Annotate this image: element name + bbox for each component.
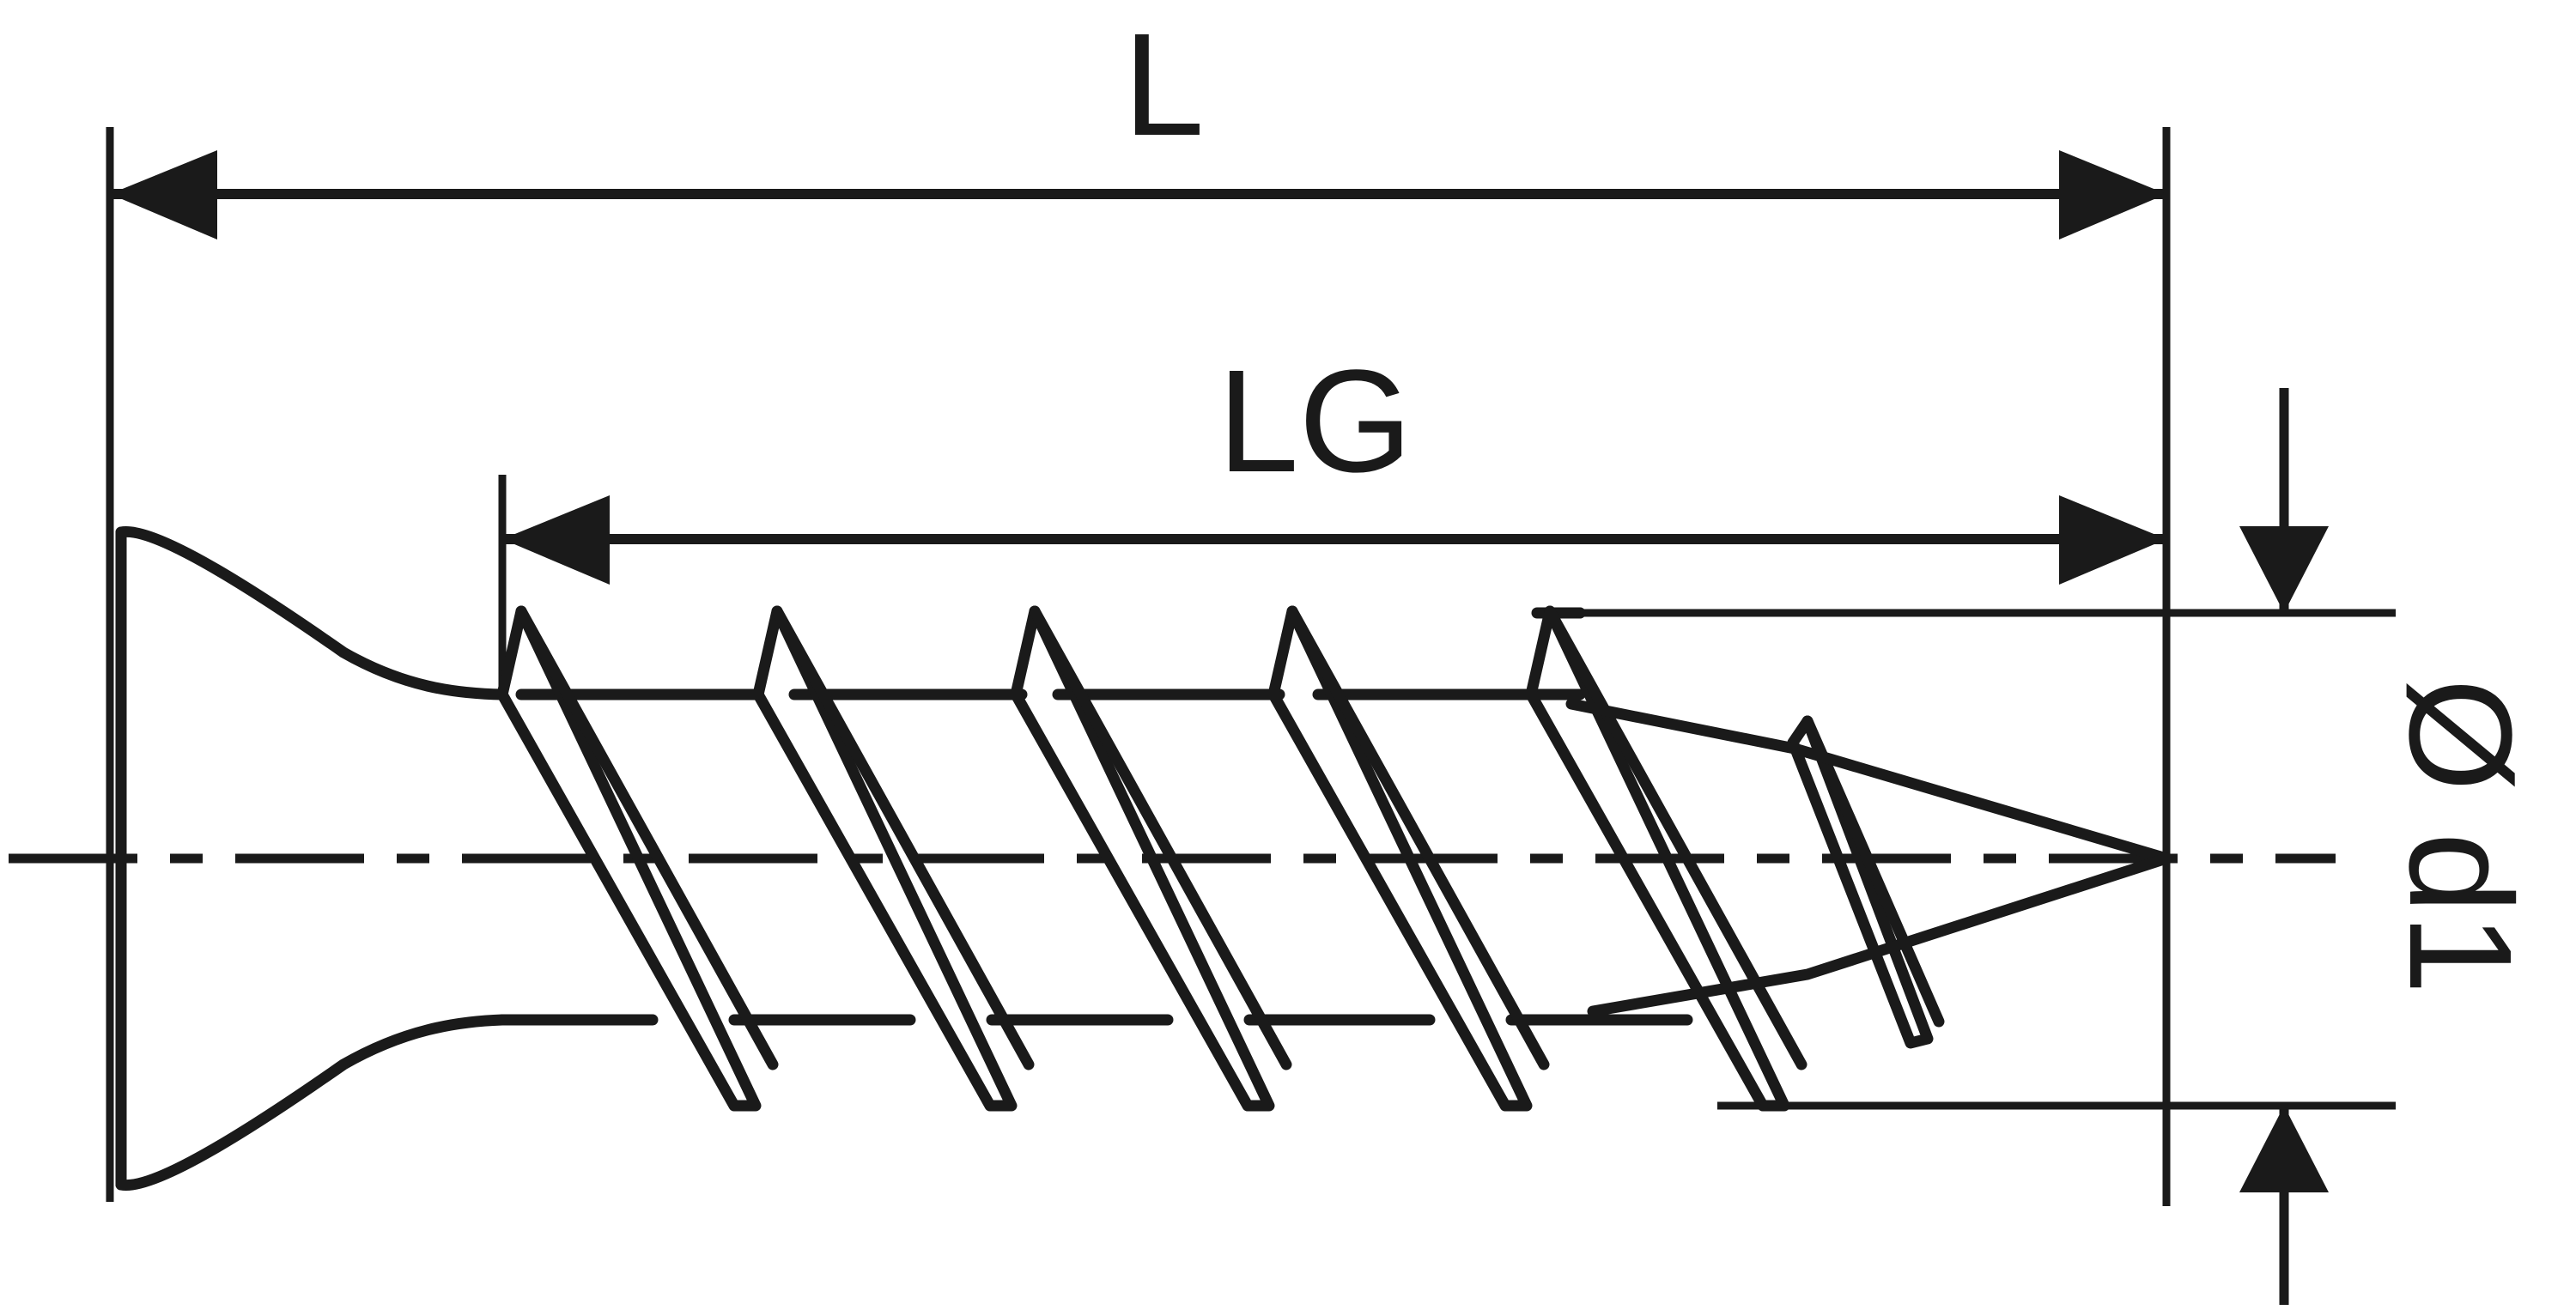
screw-head-upper-curve xyxy=(115,525,508,700)
arrowhead-top-d1 xyxy=(2239,526,2329,613)
thread-flight-5 xyxy=(1525,605,1790,1112)
thread-flight-3-inner xyxy=(1029,605,1292,1070)
arrowhead-left-LG xyxy=(502,495,610,585)
thread-flight-4-inner xyxy=(1286,605,1550,1070)
thread-flight-2-inner xyxy=(771,605,1035,1070)
thread-flight-6-inner xyxy=(1801,715,1945,1028)
arrowhead-left-L xyxy=(110,150,217,240)
screw-point-upper-edge xyxy=(1565,698,2172,864)
thread-flight-2 xyxy=(752,605,1018,1112)
arrowhead-bottom-d1 xyxy=(2239,1106,2329,1192)
arrowhead-right-L xyxy=(2059,150,2166,240)
dimension-label-L: L xyxy=(1123,3,1205,167)
thread-flight-6 xyxy=(1787,715,1934,1049)
screw-head-lower-curve xyxy=(115,1014,508,1192)
dimension-L xyxy=(106,127,2171,1206)
screw-point-lower-edge xyxy=(1587,852,2172,1017)
arrowhead-right-LG xyxy=(2059,495,2166,585)
dimension-label-d1: Ø d1 xyxy=(2379,678,2542,995)
screw-outline xyxy=(115,525,2172,1192)
thread-flight-4 xyxy=(1267,605,1533,1112)
dimension-label-LG: LG xyxy=(1218,340,1413,503)
thread-flight-3 xyxy=(1010,605,1275,1112)
dimension-LG xyxy=(498,475,2166,694)
thread-flight-1-inner xyxy=(515,605,779,1070)
dimension-d1 xyxy=(1537,388,2396,1305)
thread-flight-1 xyxy=(496,605,762,1112)
thread-flight-5-inner xyxy=(1544,605,1807,1070)
